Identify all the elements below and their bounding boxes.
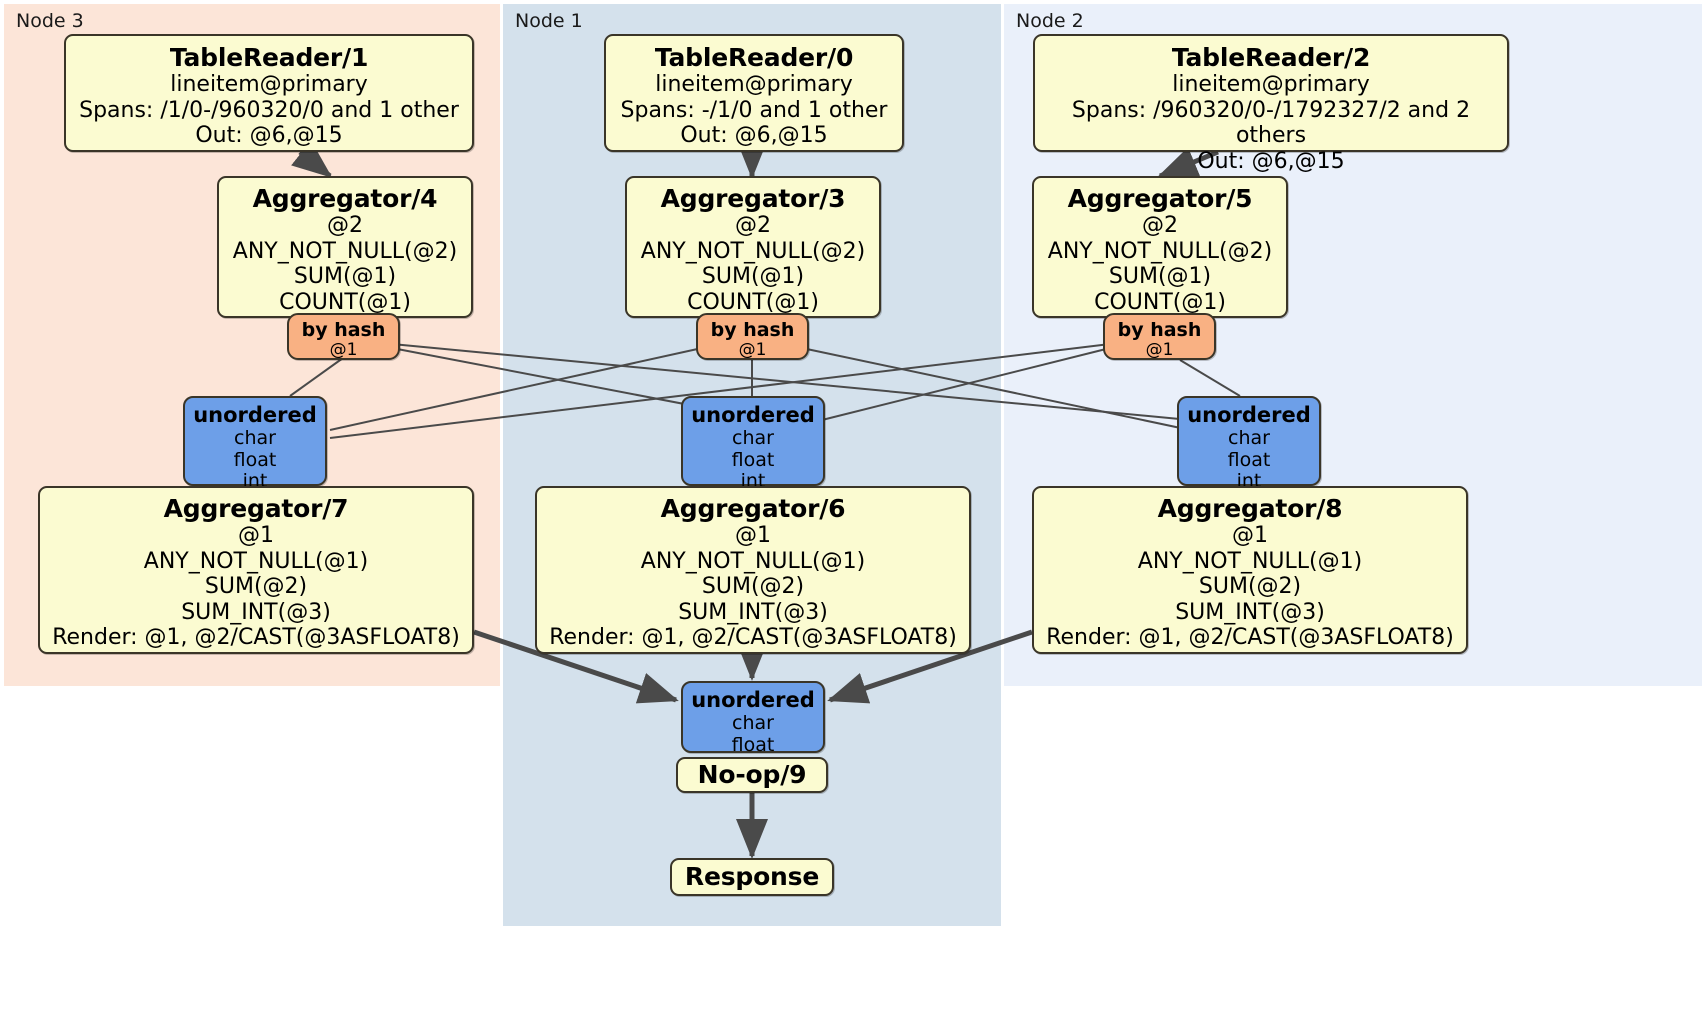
router-by-hash-node1[interactable]: by hash @1 xyxy=(696,313,809,360)
stream-type-1: char xyxy=(234,426,276,449)
stream-title: unordered xyxy=(691,688,815,712)
processor-detail-agg3: SUM_INT(@3) xyxy=(678,599,828,625)
processor-detail-agg2: SUM(@1) xyxy=(701,264,805,290)
processor-detail-render: Render: @1, @2/CAST(@3ASFLOAT8) xyxy=(52,625,460,651)
processor-aggregator-7[interactable]: Aggregator/7 @1 ANY_NOT_NULL(@1) SUM(@2)… xyxy=(38,486,474,654)
processor-title: Response xyxy=(684,862,820,891)
stream-unordered-node2[interactable]: unordered char float int xyxy=(1177,396,1321,492)
processor-aggregator-4[interactable]: Aggregator/4 @2 ANY_NOT_NULL(@2) SUM(@1)… xyxy=(217,176,473,318)
router-detail: @1 xyxy=(1145,339,1174,360)
processor-detail-render: Render: @1, @2/CAST(@3ASFLOAT8) xyxy=(1046,625,1454,651)
processor-detail-agg3: SUM_INT(@3) xyxy=(181,599,331,625)
processor-title: No-op/9 xyxy=(697,760,807,789)
stream-type-2: float xyxy=(233,448,277,471)
processor-detail-spans: Spans: /1/0-/960320/0 and 1 other xyxy=(79,97,459,123)
stream-title: unordered xyxy=(691,403,815,427)
processor-detail-out: Out: @6,@15 xyxy=(1197,148,1345,174)
processor-detail-agg2: SUM(@2) xyxy=(701,574,805,600)
processor-aggregator-8[interactable]: Aggregator/8 @1 ANY_NOT_NULL(@1) SUM(@2)… xyxy=(1032,486,1468,654)
processor-aggregator-5[interactable]: Aggregator/5 @2 ANY_NOT_NULL(@2) SUM(@1)… xyxy=(1032,176,1288,318)
processor-detail-table: lineitem@primary xyxy=(170,72,368,97)
processor-title: TableReader/2 xyxy=(1171,43,1371,72)
processor-detail-agg1: ANY_NOT_NULL(@2) xyxy=(640,238,866,264)
processor-noop-9[interactable]: No-op/9 xyxy=(676,757,828,793)
processor-tablereader-2[interactable]: TableReader/2 lineitem@primary Spans: /9… xyxy=(1033,34,1509,174)
processor-title: Aggregator/3 xyxy=(660,184,846,213)
processor-detail-table: lineitem@primary xyxy=(1172,72,1370,97)
processor-detail-render: Render: @1, @2/CAST(@3ASFLOAT8) xyxy=(549,625,957,651)
processor-tablereader-0[interactable]: TableReader/0 lineitem@primary Spans: -/… xyxy=(604,34,904,152)
processor-detail-agg3: COUNT(@1) xyxy=(687,289,819,315)
processor-detail-spans: Spans: -/1/0 and 1 other xyxy=(620,97,888,123)
processor-detail-spans: Spans: /960320/0-/1792327/2 and 2 others xyxy=(1071,97,1471,149)
processor-detail-agg2: SUM(@2) xyxy=(1198,574,1302,600)
processor-detail-agg3: COUNT(@1) xyxy=(279,289,411,315)
stream-title: unordered xyxy=(193,403,317,427)
processor-detail-agg2: SUM(@1) xyxy=(293,264,397,290)
stream-title: unordered xyxy=(1187,403,1311,427)
processor-title: Aggregator/5 xyxy=(1067,184,1253,213)
processor-detail-agg1: ANY_NOT_NULL(@1) xyxy=(143,548,369,574)
processor-title: TableReader/1 xyxy=(169,43,369,72)
processor-title: Aggregator/8 xyxy=(1157,494,1343,523)
processor-title: TableReader/0 xyxy=(654,43,854,72)
processor-detail-out: Out: @6,@15 xyxy=(195,123,343,149)
processor-detail-agg1: ANY_NOT_NULL(@1) xyxy=(640,548,866,574)
node-panel-label-node3: Node 3 xyxy=(16,10,84,32)
router-title: by hash xyxy=(710,319,795,341)
router-by-hash-node3[interactable]: by hash @1 xyxy=(287,313,400,360)
stream-type-1: char xyxy=(732,426,774,449)
node-panel-label-node2: Node 2 xyxy=(1016,10,1084,32)
processor-aggregator-6[interactable]: Aggregator/6 @1 ANY_NOT_NULL(@1) SUM(@2)… xyxy=(535,486,971,654)
processor-detail-groupcols: @1 xyxy=(238,523,274,548)
processor-detail-agg3: SUM_INT(@3) xyxy=(1175,599,1325,625)
router-detail: @1 xyxy=(329,339,358,360)
processor-detail-groupcols: @1 xyxy=(735,523,771,548)
processor-detail-out: Out: @6,@15 xyxy=(680,123,828,149)
stream-type-2: float xyxy=(731,448,775,471)
processor-detail-groupcols: @2 xyxy=(1142,213,1178,238)
processor-aggregator-3[interactable]: Aggregator/3 @2 ANY_NOT_NULL(@2) SUM(@1)… xyxy=(625,176,881,318)
stream-unordered-final[interactable]: unordered char float xyxy=(681,681,825,755)
processor-detail-agg1: ANY_NOT_NULL(@1) xyxy=(1137,548,1363,574)
router-title: by hash xyxy=(1117,319,1202,341)
processor-title: Aggregator/6 xyxy=(660,494,846,523)
processor-title: Aggregator/4 xyxy=(252,184,438,213)
processor-detail-agg2: SUM(@1) xyxy=(1108,264,1212,290)
processor-detail-agg3: COUNT(@1) xyxy=(1094,289,1226,315)
stream-unordered-node3[interactable]: unordered char float int xyxy=(183,396,327,492)
stream-type-2: float xyxy=(731,733,775,756)
router-by-hash-node2[interactable]: by hash @1 xyxy=(1103,313,1216,360)
stream-unordered-node1[interactable]: unordered char float int xyxy=(681,396,825,492)
router-detail: @1 xyxy=(738,339,767,360)
processor-detail-agg1: ANY_NOT_NULL(@2) xyxy=(1047,238,1273,264)
processor-title: Aggregator/7 xyxy=(163,494,349,523)
router-title: by hash xyxy=(301,319,386,341)
processor-response[interactable]: Response xyxy=(670,858,834,896)
processor-tablereader-1[interactable]: TableReader/1 lineitem@primary Spans: /1… xyxy=(64,34,474,152)
node-panel-label-node1: Node 1 xyxy=(515,10,583,32)
processor-detail-groupcols: @1 xyxy=(1232,523,1268,548)
stream-type-1: char xyxy=(732,711,774,734)
processor-detail-agg2: SUM(@2) xyxy=(204,574,308,600)
processor-detail-groupcols: @2 xyxy=(327,213,363,238)
stream-type-2: float xyxy=(1227,448,1271,471)
stream-type-1: char xyxy=(1228,426,1270,449)
processor-detail-groupcols: @2 xyxy=(735,213,771,238)
processor-detail-agg1: ANY_NOT_NULL(@2) xyxy=(232,238,458,264)
processor-detail-table: lineitem@primary xyxy=(655,72,853,97)
